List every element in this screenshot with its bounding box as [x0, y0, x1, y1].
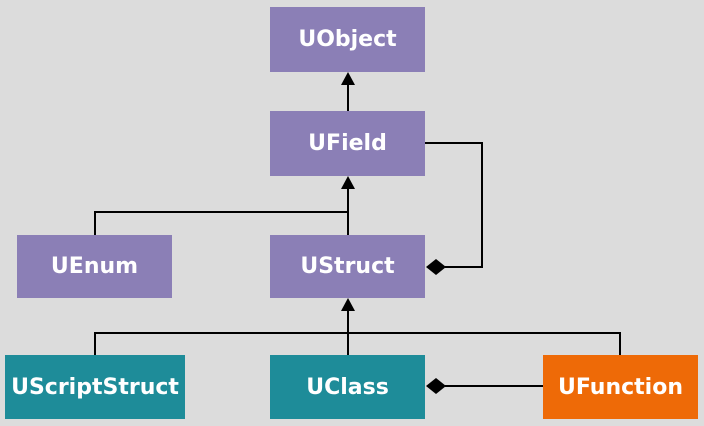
uscriptstruct-label: UScriptStruct	[11, 374, 179, 400]
ustruct-inheritance-arrow	[341, 298, 355, 311]
uobject-inheritance-arrow	[341, 72, 355, 85]
ufunction-node[interactable]: UFunction	[543, 355, 698, 419]
uclass-label: UClass	[306, 374, 389, 400]
uscriptstruct-ufunction-bus-line	[94, 332, 621, 355]
uenum-to-ufield-line	[94, 211, 348, 235]
uobject-label: UObject	[298, 27, 397, 52]
ufield-label: UField	[308, 131, 387, 156]
ustruct-node[interactable]: UStruct	[270, 235, 425, 298]
ufield-node[interactable]: UField	[270, 111, 425, 176]
uenum-node[interactable]: UEnum	[17, 235, 172, 298]
uobject-node[interactable]: UObject	[270, 7, 425, 72]
uenum-label: UEnum	[50, 254, 139, 279]
uscriptstruct-node[interactable]: UScriptStruct	[5, 355, 185, 419]
ufield-to-ustruct-composition-line	[425, 142, 483, 268]
ufield-inheritance-arrow	[341, 176, 355, 189]
ustruct-composition-diamond	[426, 259, 446, 275]
uclass-composition-diamond	[426, 378, 446, 394]
ufunction-label: UFunction	[558, 374, 683, 400]
ustruct-label: UStruct	[300, 254, 395, 279]
uclass-node[interactable]: UClass	[270, 355, 425, 419]
